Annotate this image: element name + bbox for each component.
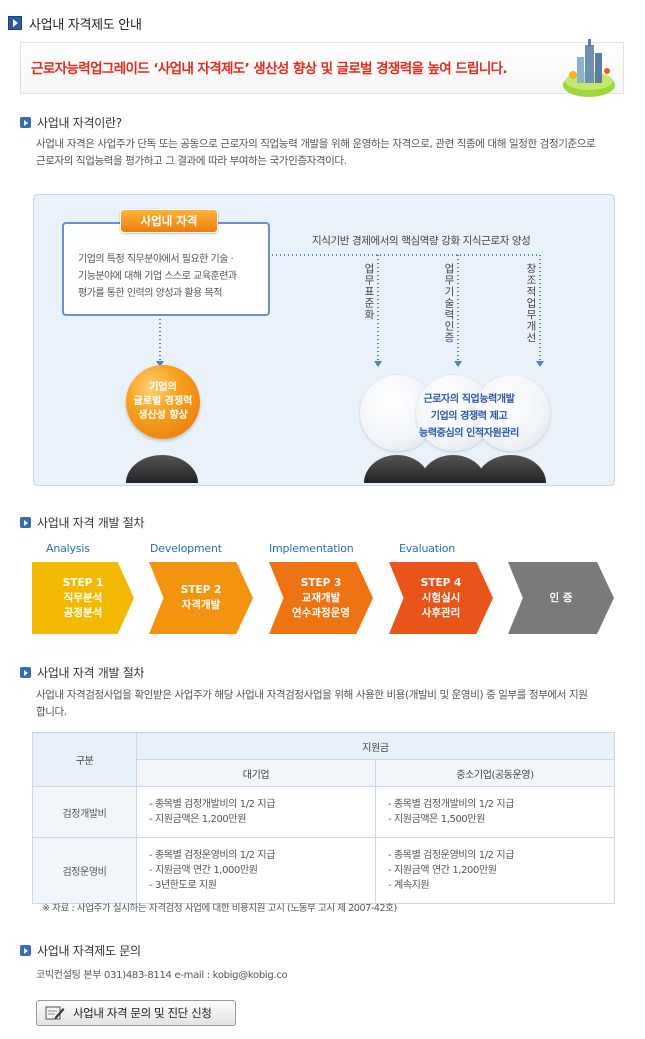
inquiry-apply-label: 사업내 자격 문의 및 진단 신청	[73, 1006, 212, 1020]
pencil-note-icon	[45, 1006, 65, 1020]
core-competency-label: 지식기반 경제에서의 핵심역량 강화 지식근로자 양성	[312, 235, 531, 247]
table-cell: - 종목별 검정운영비의 1/2 지급 - 지원금액 연간 1,000만원 - …	[136, 837, 376, 904]
vertical-label-improvement: 창조적업무개선	[525, 263, 537, 344]
phase-analysis: Analysis	[46, 542, 90, 555]
phase-development: Development	[150, 542, 222, 555]
competitiveness-ball: 기업의 글로벌 경쟁력 생산성 향상	[126, 365, 200, 439]
table-cell: - 종목별 검정운영비의 1/2 지급 - 지원금액 연간 1,200만원 - …	[375, 837, 615, 904]
source-note: ※ 자료 : 사업주가 실시하는 자격검정 사업에 대한 비용지원 고시 (노동…	[42, 903, 397, 914]
section-title-definition: 사업내 자격이란?	[20, 114, 122, 131]
section-bullet-icon	[20, 945, 31, 956]
certification-arrow: 인 증	[508, 562, 614, 634]
table-row: 검정운영비 - 종목별 검정운영비의 1/2 지급 - 지원금액 연간 1,00…	[32, 837, 615, 904]
outcomes-text: 근로자의 직업능력개발 기업의 경쟁력 제고 능력중심의 인적자원관리	[419, 394, 519, 439]
section-title-support: 사업내 자격 개발 절차	[20, 664, 145, 681]
slogan-banner: 근로자능력업그레이드 ‘사업내 자격제도’ 생산성 향상 및 글로벌 경쟁력을 …	[20, 39, 624, 97]
table-row: 검정개발비 - 종목별 검정개발비의 1/2 지급 - 지원금액은 1,200만…	[32, 786, 615, 838]
page-title-text: 사업내 자격제도 안내	[29, 17, 142, 33]
diagram-connectors	[156, 254, 544, 367]
page-title: 사업내 자격제도 안내	[8, 14, 142, 33]
globe-building-icon	[563, 39, 615, 97]
qualification-tag: 사업내 자격	[120, 209, 218, 233]
inquiry-apply-button[interactable]: 사업내 자격 문의 및 진단 신청	[36, 1000, 236, 1026]
support-paragraph: 사업내 자격검정사업을 확인받은 사업주가 해당 사업내 자격검정사업을 위해 …	[36, 689, 588, 718]
support-table: 구분 지원금 대기업 중소기업(공동운영) 검정개발비 - 종목별 검정개발비의…	[32, 732, 615, 904]
vertical-label-certification: 업무기술력인증	[443, 263, 455, 344]
definition-box: 기업의 특정 직무분야에서 필요한 기술 · 기능분야에 대해 기업 스스로 교…	[62, 222, 270, 316]
definition-paragraph: 사업내 자격은 사업주가 단독 또는 공동으로 근로자의 직업능력 개발을 위해…	[36, 138, 596, 167]
section-bullet-icon	[20, 517, 31, 528]
qualification-diagram: 기업의 특정 직무분야에서 필요한 기술 · 기능분야에 대해 기업 스스로 교…	[33, 194, 615, 486]
table-cell: - 종목별 검정개발비의 1/2 지급 - 지원금액은 1,200만원	[136, 786, 376, 838]
table-header-category: 구분	[32, 732, 137, 787]
table-header-sme: 중소기업(공동운영)	[375, 759, 615, 787]
section-title-procedure: 사업내 자격 개발 절차	[20, 514, 145, 531]
contact-info: 코빅컨설팅 본부 031)483-8114 e-mail : kobig@kob…	[36, 970, 288, 981]
section-bullet-icon	[20, 667, 31, 678]
banner-slogan: 근로자능력업그레이드 ‘사업내 자격제도’ 생산성 향상 및 글로벌 경쟁력을 …	[31, 61, 508, 77]
row-label: 검정개발비	[32, 786, 137, 838]
row-label: 검정운영비	[32, 837, 137, 904]
title-bullet-icon	[8, 16, 22, 30]
phase-implementation: Implementation	[269, 542, 354, 555]
vertical-label-standardization: 업무표준화	[363, 263, 375, 321]
section-title-inquiry: 사업내 자격제도 문의	[20, 942, 141, 959]
table-header-large-company: 대기업	[136, 759, 376, 787]
table-cell: - 종목별 검정개발비의 1/2 지급 - 지원금액은 1,500만원	[375, 786, 615, 838]
section-bullet-icon	[20, 117, 31, 128]
definition-text: 기업의 특정 직무분야에서 필요한 기술 · 기능분야에 대해 기업 스스로 교…	[78, 254, 237, 299]
phase-evaluation: Evaluation	[399, 542, 456, 555]
white-ball-3	[474, 375, 550, 451]
table-header-subsidy: 지원금	[136, 732, 615, 760]
